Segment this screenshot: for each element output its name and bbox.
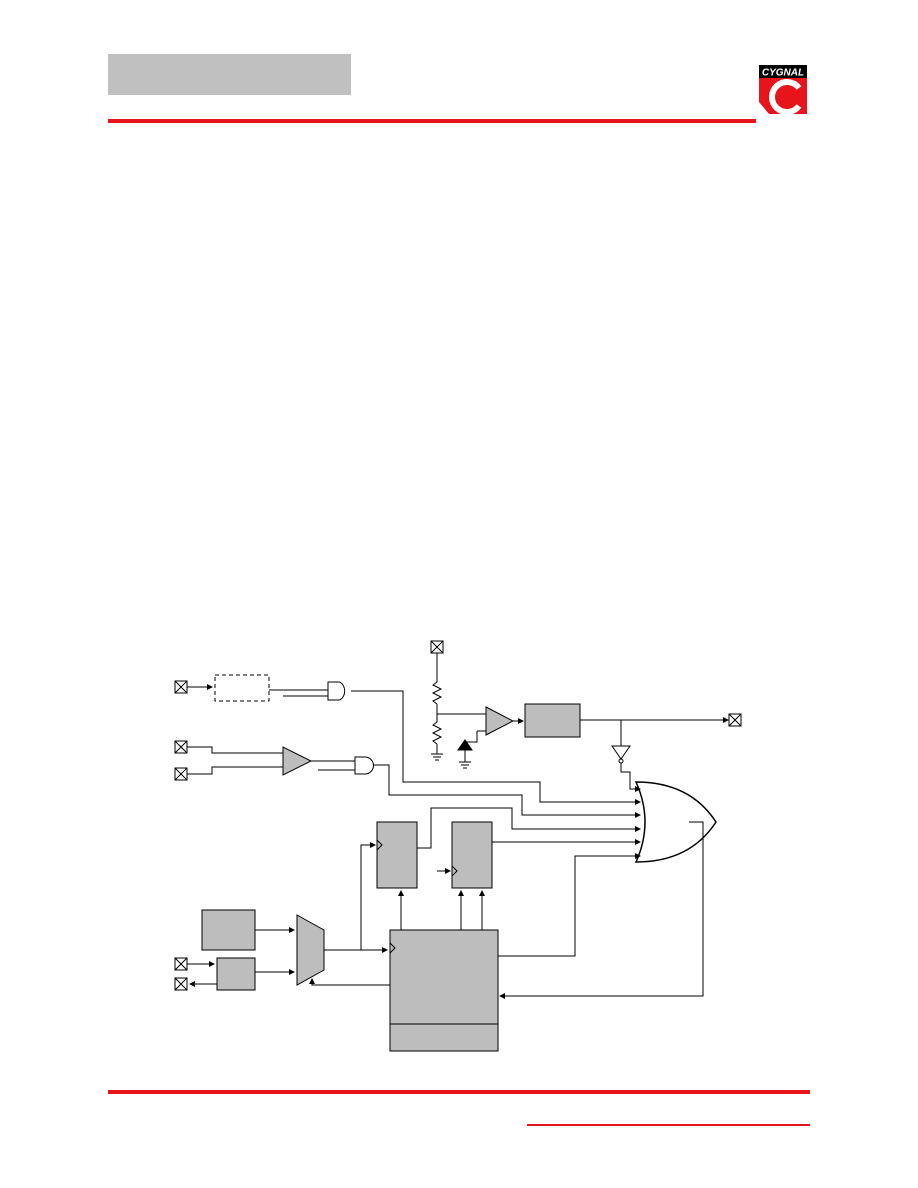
cpu-core-block xyxy=(389,929,499,1052)
comparator-icon xyxy=(485,706,515,736)
pin-icon xyxy=(174,740,188,754)
pin-icon xyxy=(174,767,188,781)
monitor-block xyxy=(524,703,581,738)
ground-icon xyxy=(431,753,443,761)
or-gate-icon xyxy=(634,781,717,863)
oscillator-block xyxy=(216,957,256,991)
pin-icon xyxy=(728,713,742,727)
logo-text: CYGNAL xyxy=(762,68,804,79)
pin-icon xyxy=(174,957,188,971)
cygnal-logo: CYGNAL xyxy=(757,64,809,116)
header-title-box xyxy=(108,54,351,95)
ground-icon xyxy=(459,761,471,769)
pin-icon xyxy=(430,640,444,654)
dashed-block xyxy=(214,674,270,702)
pin-icon xyxy=(174,977,188,991)
and-gate-icon xyxy=(327,681,346,701)
resistor-icon xyxy=(431,721,443,745)
footer-rule xyxy=(108,1090,810,1094)
comparator-icon xyxy=(282,746,313,776)
register-block xyxy=(376,821,418,889)
footer-link-rule xyxy=(527,1124,810,1126)
logo-c-icon xyxy=(769,79,802,115)
resistor-icon xyxy=(431,681,443,705)
pin-icon xyxy=(174,680,188,694)
register-block xyxy=(451,821,493,889)
buffer-icon xyxy=(611,745,631,760)
header-rule xyxy=(108,119,756,123)
and-gate-icon xyxy=(354,756,374,775)
oscillator-block xyxy=(201,909,256,951)
mux-icon xyxy=(296,914,325,986)
